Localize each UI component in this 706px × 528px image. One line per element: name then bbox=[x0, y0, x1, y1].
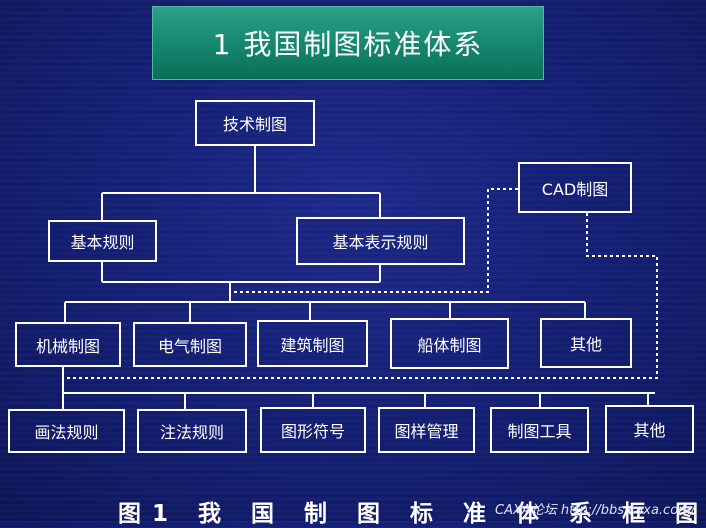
node-basic-rules: 基本规则 bbox=[48, 220, 157, 262]
node-electrical-drawing: 电气制图 bbox=[133, 322, 247, 367]
node-technical-drawing: 技术制图 bbox=[195, 100, 315, 146]
node-other-level3: 其他 bbox=[605, 405, 694, 453]
node-cad-drawing: CAD制图 bbox=[518, 162, 632, 213]
node-basic-representation-rules: 基本表示规则 bbox=[296, 217, 465, 265]
cad-dotted-link-upper bbox=[230, 188, 518, 293]
node-mechanical-drawing: 机械制图 bbox=[15, 322, 121, 367]
node-annotation-rules: 注法规则 bbox=[137, 409, 247, 453]
node-drawing-tools: 制图工具 bbox=[490, 407, 589, 453]
node-drawing-rules: 画法规则 bbox=[8, 409, 125, 453]
node-sample-management: 图样管理 bbox=[378, 407, 475, 453]
page-title: 1 我国制图标准体系 bbox=[152, 6, 544, 80]
cad-dotted-link-lower bbox=[63, 213, 658, 379]
node-architectural-drawing: 建筑制图 bbox=[257, 320, 368, 367]
node-graphic-symbols: 图形符号 bbox=[260, 407, 366, 453]
forum-watermark: CAXA论坛 http://bbs.caxa.com/ bbox=[495, 503, 696, 518]
node-other-level2: 其他 bbox=[540, 318, 632, 368]
node-hull-drawing: 船体制图 bbox=[390, 318, 509, 369]
